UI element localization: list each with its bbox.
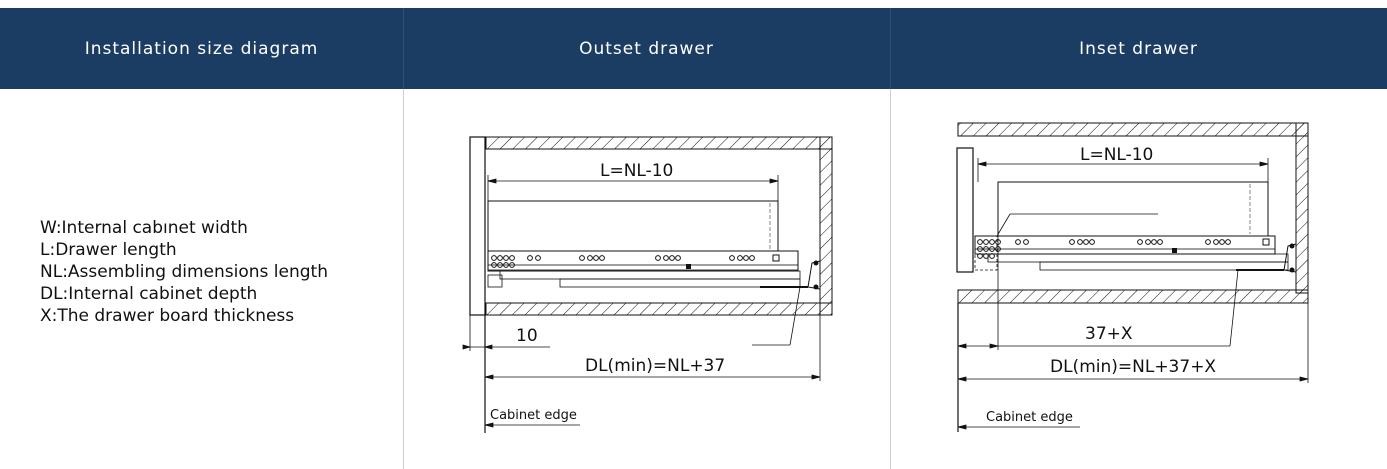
inset-drawer-diagram: L=NL-10 37+X DL(min)=NL+37+X Cabinet edg… bbox=[956, 122, 1309, 432]
depth-label: DL(min)=NL+37 bbox=[585, 356, 725, 376]
offset-label: 37+X bbox=[1085, 324, 1133, 344]
edge-callout bbox=[957, 424, 1080, 430]
slide-rail bbox=[974, 235, 1276, 255]
length-label: L=NL-10 bbox=[1080, 145, 1153, 165]
header-installation-size: Installation size diagram bbox=[84, 38, 319, 59]
offset-dimension bbox=[957, 236, 1239, 350]
legend-item-dl: DL:Internal cabinet depth bbox=[40, 284, 258, 304]
drawer-box bbox=[487, 200, 779, 252]
drawer-front bbox=[469, 136, 486, 316]
offset-dimension bbox=[462, 315, 550, 351]
legend-list: W:Internal cabınet width L:Drawer length… bbox=[40, 217, 328, 327]
cabinet-back-wall bbox=[1295, 122, 1309, 294]
header-divider bbox=[890, 8, 891, 89]
depth-label: DL(min)=NL+37+X bbox=[1050, 357, 1216, 377]
legend-item-x: X:The drawer board thickness bbox=[40, 306, 295, 326]
edge-label: Cabinet edge bbox=[490, 408, 577, 423]
legend-item-nl: NL:Assembling dimensions length bbox=[40, 262, 328, 282]
drawer-box bbox=[997, 181, 1269, 237]
length-label: L=NL-10 bbox=[600, 161, 673, 181]
outset-drawer-diagram: L=NL-10 10 DL(min)=NL+37 Cabinet edge bbox=[462, 136, 833, 433]
cabinet-back-wall bbox=[819, 136, 833, 316]
depth-dimension bbox=[484, 286, 821, 381]
header-inset-drawer: Inset drawer bbox=[1079, 38, 1198, 59]
cabinet-top-wall bbox=[957, 122, 1309, 137]
legend-item-l: L:Drawer length bbox=[40, 240, 177, 260]
depth-dimension bbox=[957, 303, 1309, 383]
cabinet-top-wall bbox=[485, 136, 833, 150]
table-header: Installation size diagram Outset drawer … bbox=[0, 8, 1387, 89]
drawer-front bbox=[956, 147, 974, 273]
header-divider bbox=[403, 8, 404, 89]
edge-label: Cabinet edge bbox=[986, 410, 1073, 425]
edge-callout bbox=[484, 422, 580, 428]
length-dimension bbox=[487, 175, 779, 201]
header-outset-drawer: Outset drawer bbox=[579, 38, 714, 59]
column-divider bbox=[890, 89, 891, 469]
length-dimension bbox=[977, 158, 1269, 182]
column-divider bbox=[403, 89, 404, 469]
offset-label: 10 bbox=[516, 326, 538, 346]
legend-item-w: W:Internal cabınet width bbox=[40, 218, 248, 238]
cabinet-bottom-wall bbox=[485, 302, 833, 316]
slide-rail bbox=[487, 250, 799, 272]
cabinet-bottom-wall bbox=[957, 289, 1309, 304]
